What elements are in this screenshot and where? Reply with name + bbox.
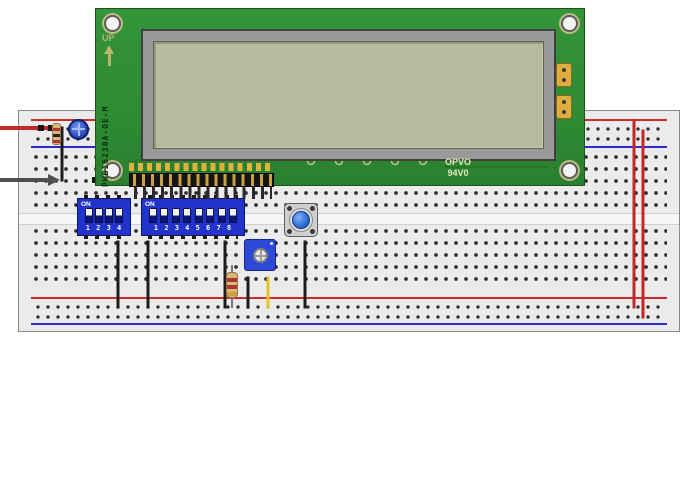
- dip8-slots: [149, 208, 237, 223]
- trimmer-screw[interactable]: [253, 248, 268, 263]
- arrow-head-icon: [48, 174, 60, 186]
- solder-pad: [48, 125, 54, 131]
- button-pin: [287, 206, 292, 211]
- marking-line-2: 94V0: [447, 168, 469, 178]
- button-pin: [310, 229, 315, 234]
- toggle-nub: [161, 209, 168, 216]
- toggle-nub: [86, 209, 92, 216]
- dip-switch-8[interactable]: ON 1 2 3 4 5 6 7 8: [141, 195, 245, 239]
- up-arrow-icon: [104, 45, 114, 54]
- dip-switch-toggle[interactable]: [228, 208, 237, 223]
- toggle-nub: [218, 209, 225, 216]
- dip-switch-toggle[interactable]: [206, 208, 215, 223]
- bottom-rail-holes[interactable]: [33, 302, 665, 322]
- up-label: UP: [102, 33, 115, 43]
- resistor-small[interactable]: [52, 123, 61, 145]
- pad-hole: [562, 78, 566, 82]
- dip-switch-toggle[interactable]: [160, 208, 169, 223]
- toggle-nub: [106, 209, 112, 216]
- dip-switch-toggle[interactable]: [105, 208, 113, 223]
- toggle-nub: [96, 209, 102, 216]
- dip8-numbers: 1 2 3 4 5 6 7 8: [153, 224, 233, 232]
- dip-switch-toggle[interactable]: [194, 208, 203, 223]
- button-pin: [310, 206, 315, 211]
- pin1-marker: [270, 242, 273, 245]
- pad-hole: [562, 68, 566, 72]
- tactile-pushbutton[interactable]: [284, 203, 318, 237]
- lcd-module[interactable]: UP PWB16230A-OE-M OPVO 94V0: [95, 8, 585, 199]
- up-arrow-icon: [108, 54, 111, 66]
- dip-switch-toggle[interactable]: [85, 208, 93, 223]
- lcd-solder-pads: [129, 163, 274, 171]
- dip-switch-toggle[interactable]: [183, 208, 192, 223]
- lcd-bezel: [141, 29, 556, 161]
- toggle-nub: [116, 209, 122, 216]
- dip-switch-toggle[interactable]: [149, 208, 157, 223]
- dip4-slots: [85, 208, 123, 223]
- external-wire-gray[interactable]: [0, 174, 60, 186]
- mounting-hole: [104, 15, 121, 32]
- header-pins: [131, 187, 272, 199]
- dip-switch-toggle[interactable]: [115, 208, 123, 223]
- mounting-hole: [561, 15, 578, 32]
- dip4-on-label: ON: [81, 201, 91, 208]
- marking-line-1: OPVO: [444, 157, 471, 167]
- pad-hole: [562, 110, 566, 114]
- screw-slot-icon: [77, 123, 80, 136]
- lcd-pin-header[interactable]: [129, 173, 274, 207]
- toggle-nub: [184, 209, 191, 216]
- lcd-screen: [153, 41, 544, 149]
- solder-pad: [38, 125, 44, 131]
- trimmer-potentiometer[interactable]: [244, 239, 276, 271]
- bottom-positive-rail-line: [31, 297, 667, 299]
- dip-switch-4[interactable]: ON 1 2 3 4: [77, 195, 131, 239]
- button-cap[interactable]: [292, 211, 310, 229]
- jumper-pad[interactable]: [556, 63, 572, 87]
- resistor[interactable]: [226, 272, 238, 298]
- mounting-hole: [104, 162, 121, 179]
- toggle-nub: [150, 209, 156, 216]
- screw-slot-icon: [259, 250, 262, 261]
- jumper-pad[interactable]: [556, 95, 572, 119]
- pad-hole: [562, 100, 566, 104]
- dip8-on-label: ON: [145, 201, 155, 208]
- toggle-nub: [207, 209, 214, 216]
- mounting-hole: [561, 162, 578, 179]
- mini-trimmer-pot[interactable]: [68, 119, 89, 140]
- button-pin: [287, 229, 292, 234]
- header-plastic: [129, 173, 274, 187]
- dip4-numbers: 1 2 3 4: [85, 224, 123, 232]
- dip-switch-toggle[interactable]: [217, 208, 226, 223]
- pcb-marking: OPVO 94V0: [426, 157, 490, 179]
- toggle-nub: [172, 209, 179, 216]
- lower-terminal-bank[interactable]: [31, 225, 667, 287]
- pcb-part-number: PWB16230A-OE-M: [101, 105, 110, 187]
- toggle-nub: [229, 209, 236, 216]
- bottom-negative-rail-line: [31, 323, 667, 325]
- toggle-nub: [195, 209, 202, 216]
- dip-switch-toggle[interactable]: [171, 208, 180, 223]
- dip-switch-toggle[interactable]: [95, 208, 103, 223]
